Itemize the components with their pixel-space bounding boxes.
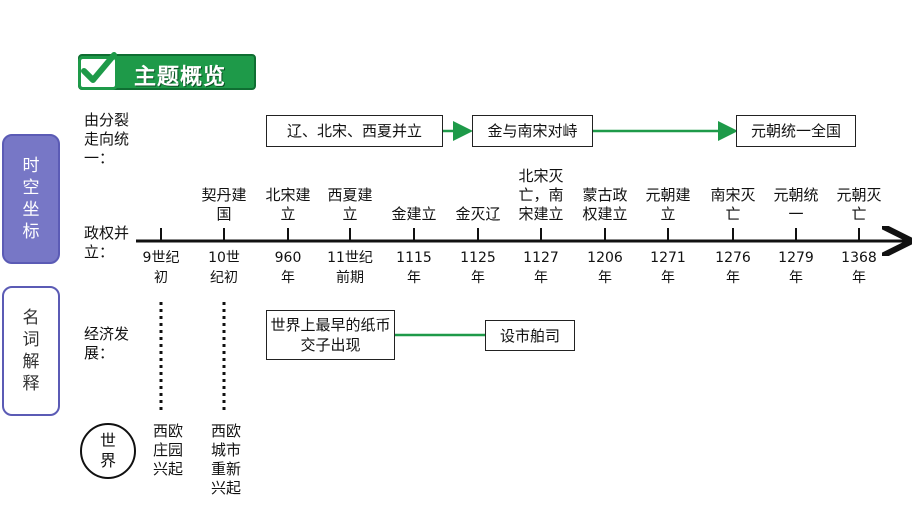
timeline-year: 1206年 xyxy=(587,250,623,286)
timeline-event: 金建立 xyxy=(391,205,437,223)
tab-time-coordinates[interactable]: 时空坐标 xyxy=(2,134,60,264)
timeline-year: 1279年 xyxy=(778,250,814,286)
economy-label: 经济发展： xyxy=(84,325,130,362)
timeline-year-first: 9世纪初 xyxy=(142,250,180,286)
page-title: 主题概览 xyxy=(134,65,227,90)
timeline-event: 金灭辽 xyxy=(455,205,501,223)
timeline-year: 960年 xyxy=(274,250,302,286)
timeline-event: 北宋建立 xyxy=(265,186,311,223)
unification-box-2: 金与南宋对峙 xyxy=(472,115,593,147)
tab-terms-label: 名词解释 xyxy=(22,308,40,394)
timeline-year: 10世纪初 xyxy=(208,250,240,286)
timeline-year: 1125年 xyxy=(460,250,496,286)
timeline-event: 西夏建立 xyxy=(327,186,373,223)
unification-label: 由分裂走向统一： xyxy=(84,111,130,167)
world-label: 世界 xyxy=(99,431,116,470)
world-item-1: 西欧庄园兴起 xyxy=(152,422,183,478)
world-item-2: 西欧城市重新兴起 xyxy=(210,422,241,497)
economy-box-2: 设市舶司 xyxy=(485,320,575,351)
regime-label: 政权并立： xyxy=(84,224,130,261)
unification-box-3: 元朝统一全国 xyxy=(736,115,856,147)
timeline-year: 11世纪前期 xyxy=(327,250,373,286)
timeline-event: 南宋灭亡 xyxy=(710,186,756,223)
timeline-year: 1271年 xyxy=(650,250,686,286)
timeline-event: 北宋灭亡，南宋建立 xyxy=(518,167,564,223)
timeline-event: 元朝统一 xyxy=(773,186,819,223)
timeline-year: 1276年 xyxy=(715,250,751,286)
timeline-year: 1127年 xyxy=(523,250,559,286)
unification-box-1: 辽、北宋、西夏并立 xyxy=(266,115,443,147)
tab-term-explanation[interactable]: 名词解释 xyxy=(2,286,60,416)
world-circle: 世界 xyxy=(80,423,136,479)
timeline-year: 1368年 xyxy=(841,250,877,286)
timeline-event: 元朝建立 xyxy=(645,186,691,223)
timeline-event: 蒙古政权建立 xyxy=(582,186,628,223)
check-icon xyxy=(78,52,118,90)
economy-box-1: 世界上最早的纸币交子出现 xyxy=(266,310,395,360)
timeline-event: 契丹建国 xyxy=(201,186,247,223)
tab-time-label: 时空坐标 xyxy=(22,156,40,242)
timeline-year: 1115年 xyxy=(396,250,432,286)
timeline-event: 元朝灭亡 xyxy=(836,186,882,223)
